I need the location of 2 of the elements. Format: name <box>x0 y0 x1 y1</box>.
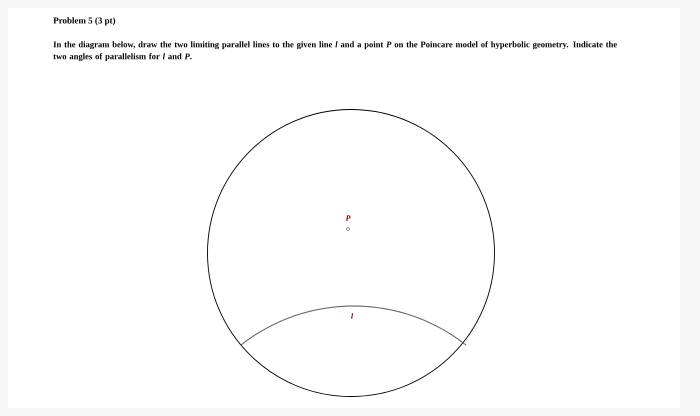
instructions: In the diagram below, draw the two limiting parallel lines to the given line l and a point P on the Poincare model of hyperbolic geometry. Indicate the two angles of parallelism for l and P. <box>53 41 617 62</box>
heading: Problem 5 (3 pt) <box>53 17 116 26</box>
